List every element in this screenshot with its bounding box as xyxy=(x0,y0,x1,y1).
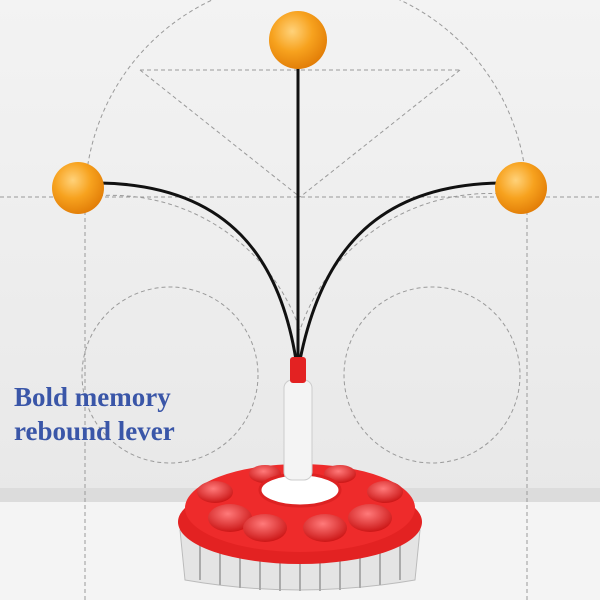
base xyxy=(178,357,422,591)
ball-left xyxy=(52,162,104,214)
caption-line-2: rebound lever xyxy=(14,416,175,446)
feature-caption: Bold memory rebound lever xyxy=(14,380,175,448)
flex-wires xyxy=(99,45,501,361)
ball-top xyxy=(269,11,327,69)
caption-line-1: Bold memory xyxy=(14,382,171,412)
ball-right xyxy=(495,162,547,214)
